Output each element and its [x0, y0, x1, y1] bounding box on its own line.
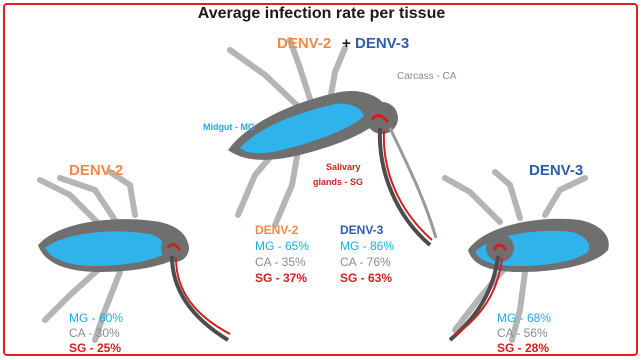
center-heading-denv3: DENV-3: [355, 36, 409, 51]
left-sg: SG - 25%: [69, 342, 121, 354]
right-sg: SG - 28%: [497, 342, 549, 354]
center-denv3-ca: CA - 76%: [340, 256, 391, 268]
center-denv2-mg: MG - 65%: [255, 240, 309, 252]
center-heading-plus: +: [342, 36, 351, 51]
right-mg: MG - 68%: [497, 312, 551, 324]
center-denv2-header: DENV-2: [255, 224, 298, 236]
center-denv2-ca: CA - 35%: [255, 256, 306, 268]
right-heading: DENV-3: [529, 163, 583, 178]
figure-title: Average infection rate per tissue: [0, 6, 643, 22]
label-salivary-line2: glands - SG: [313, 178, 363, 187]
center-heading-denv2: DENV-2: [277, 36, 331, 51]
center-denv2-sg: SG - 37%: [255, 272, 307, 284]
label-salivary-line1: Salivary: [326, 163, 361, 172]
label-midgut: Midgut - MG: [203, 123, 255, 132]
left-ca: CA - 30%: [69, 327, 120, 339]
center-denv3-mg: MG - 86%: [340, 240, 394, 252]
left-heading: DENV-2: [69, 163, 123, 178]
center-denv3-sg: SG - 63%: [340, 272, 392, 284]
left-mosquito: [38, 172, 230, 340]
label-carcass: Carcass - CA: [397, 72, 456, 82]
center-denv3-header: DENV-3: [340, 224, 383, 236]
right-ca: CA - 56%: [497, 327, 548, 339]
left-mg: MG - 60%: [69, 312, 123, 324]
